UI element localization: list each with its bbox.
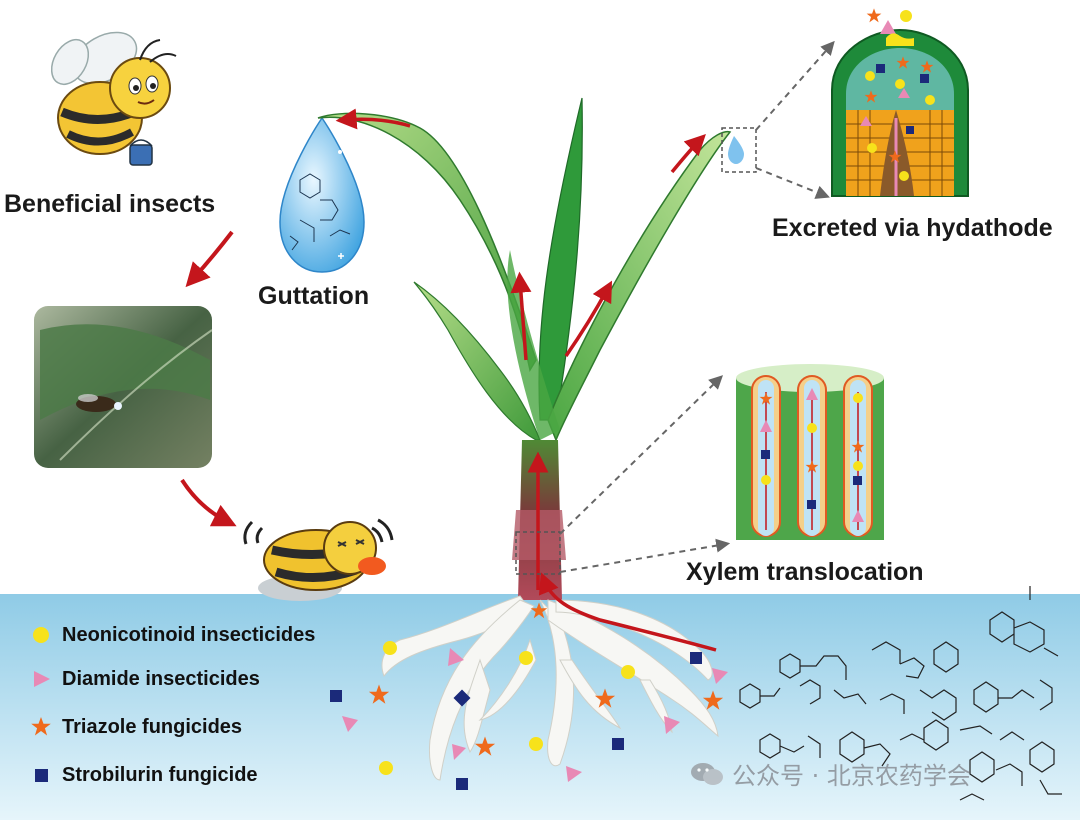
- legend-item-diamide: Diamide insecticides: [30, 664, 260, 694]
- label-excreted-via-hydathode: Excreted via hydathode: [772, 214, 1053, 242]
- triangle-icon: [34, 671, 50, 687]
- legend-item-triazole: Triazole fungicides: [30, 712, 242, 742]
- legend-label: Strobilurin fungicide: [62, 763, 258, 786]
- xylem-zoom-box: [515, 531, 561, 575]
- wechat-icon: [691, 762, 723, 785]
- arrow-photo-to-bee: [180, 478, 237, 527]
- legend-label: Neonicotinoid insecticides: [62, 623, 316, 646]
- arrow-insects-to-photo: [185, 230, 234, 288]
- hydathode-cross-section: [831, 8, 969, 197]
- bee-photo: [34, 306, 213, 468]
- soil-particles: [330, 602, 728, 790]
- guttation-droplet: [279, 116, 365, 273]
- dead-bee-icon: [243, 518, 394, 601]
- label-xylem-translocation: Xylem translocation: [686, 558, 924, 586]
- watermark-text: 公众号 · 北京农药学会: [732, 762, 971, 790]
- legend-item-strobilurin: Strobilurin fungicide: [30, 760, 258, 790]
- bee-beneficial-icon: [50, 31, 177, 166]
- legend-label: Diamide insecticides: [62, 667, 260, 690]
- legend-label: Triazole fungicides: [62, 715, 243, 738]
- label-beneficial-insects: Beneficial insects: [4, 190, 216, 218]
- xylem-flow-arrows: [335, 108, 717, 652]
- xylem-section: [736, 364, 884, 540]
- circle-icon: [33, 627, 49, 643]
- chemical-structures: [739, 586, 1062, 801]
- soil-layer: [0, 594, 1080, 820]
- hydathode-zoom-box: [721, 127, 757, 173]
- label-guttation: Guttation: [258, 282, 370, 310]
- star-icon: [31, 717, 51, 736]
- legend-item-neonicotinoid: Neonicotinoid insecticides: [30, 620, 315, 650]
- watermark: 公众号 · 北京农药学会: [690, 756, 971, 791]
- square-icon: [35, 769, 48, 782]
